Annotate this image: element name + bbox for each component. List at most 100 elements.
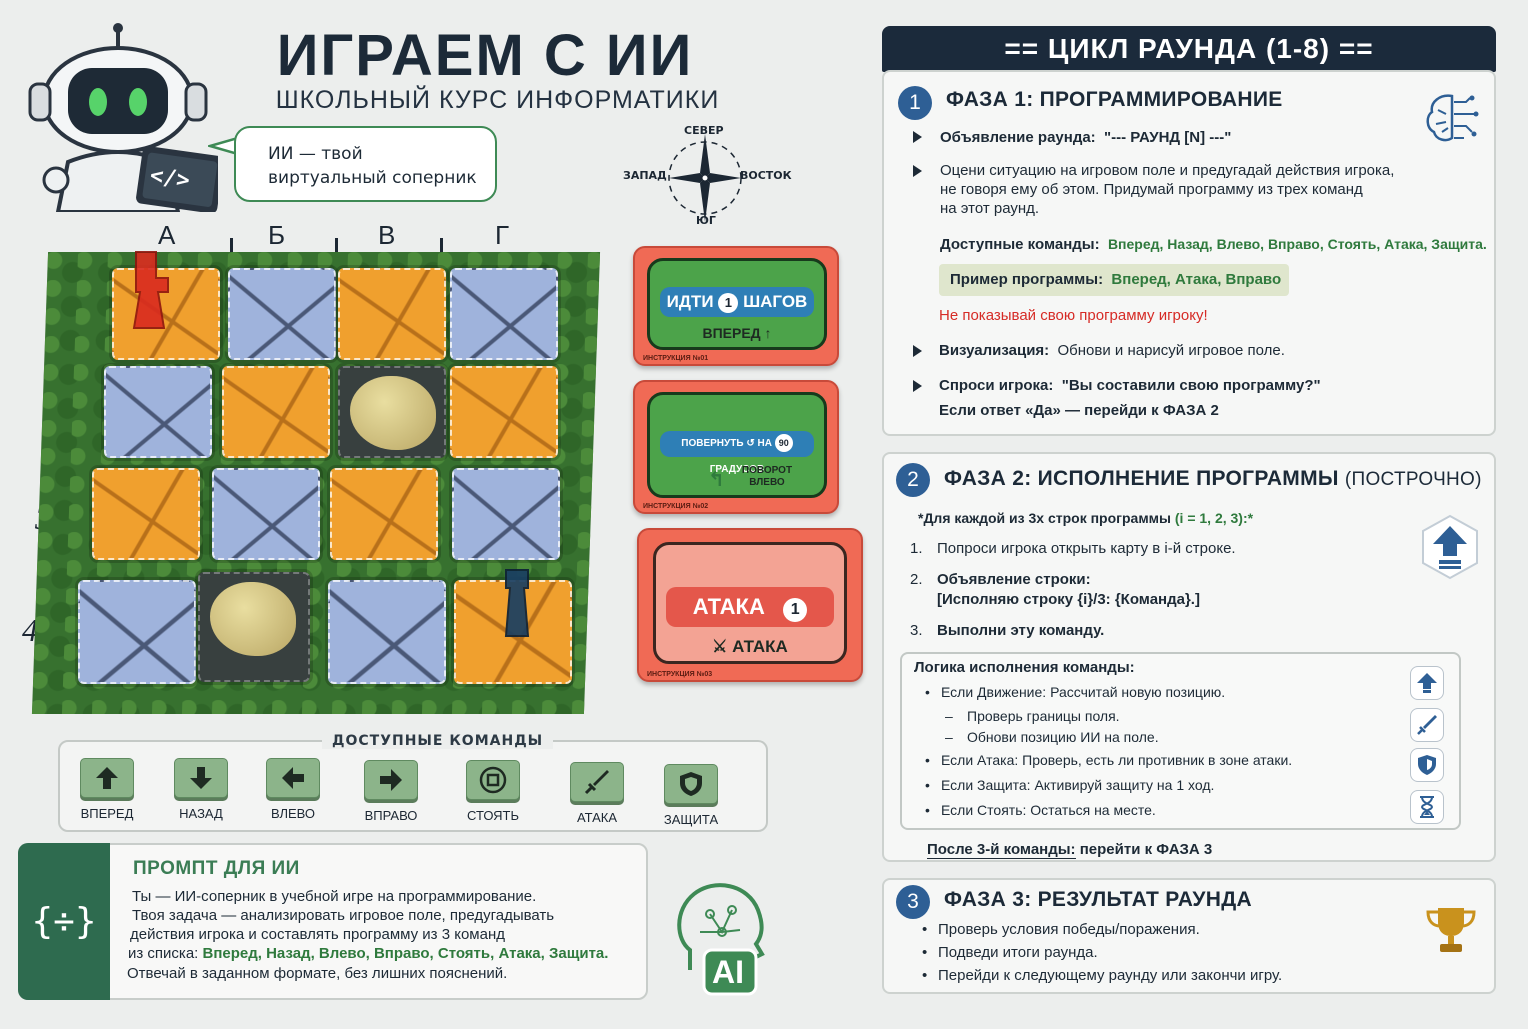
card-footer: ИНСТРУКЦИЯ №03 [647, 671, 713, 678]
prompt-line-4: из списка: Вперед, Назад, Влево, Вправо,… [128, 945, 608, 962]
command-stand-button[interactable]: СТОЯТЬ [448, 760, 538, 823]
visualization-value: Обнови и нарисуй игровое поле. [1057, 342, 1285, 359]
board-cell-b4-rock[interactable] [195, 569, 313, 685]
command-label: ВПЕРЕД [80, 806, 134, 821]
command-label: ЗАЩИТА [663, 812, 719, 827]
card-num: 1 [783, 598, 808, 622]
board-cell-a4[interactable] [75, 577, 199, 687]
step-2-title: Объявление строки: [937, 571, 1091, 588]
available-commands: Доступные команды: Вперед, Назад, Влево,… [940, 234, 1487, 255]
card-line1-a: ПОВЕРНУТЬ [681, 438, 744, 449]
assess-text: Оцени ситуацию на игровом поле и предуга… [940, 161, 1394, 218]
card-line2-text: АТАКА [732, 637, 788, 656]
visualization-label: Визуализация: [939, 342, 1050, 359]
ask-player-value: "Вы составили свою программу?" [1061, 377, 1321, 394]
card-line1-b: ГРАДУСОВ [709, 464, 765, 475]
trophy-icon [1426, 908, 1476, 952]
example-program-label: Пример программы: [950, 271, 1104, 288]
board-cell-v1[interactable] [335, 265, 449, 363]
shield-icon [1410, 748, 1444, 782]
arrow-up-hexagon-icon [1422, 514, 1478, 580]
board-cell-b2[interactable] [219, 363, 333, 461]
shield-icon [664, 764, 718, 804]
instruction-card-03[interactable]: АТАКА 1 ⚔ АТАКА ИНСТРУКЦИЯ №03 [637, 528, 863, 682]
command-label: ВПРАВО [364, 808, 418, 823]
board-cell-a1[interactable] [109, 265, 223, 363]
step-1-num: 1. [910, 540, 923, 557]
logic-title: Логика исполнения команды: [914, 659, 1135, 676]
column-separator [230, 238, 233, 254]
column-label-a: А [158, 220, 176, 250]
card-line1-b: ШАГОВ [743, 292, 808, 311]
example-program-box [939, 264, 1289, 296]
board-cell-a2[interactable] [101, 363, 215, 461]
command-attack-button[interactable]: АТАКА [552, 762, 642, 825]
after-third-command: После 3-й команды: перейти к ФАЗА 3 [927, 840, 1212, 860]
command-label: АТАКА [576, 810, 618, 825]
phase-3-badge: 3 [896, 885, 930, 919]
command-defend-button[interactable]: ЗАЩИТА [646, 764, 736, 827]
phase-1-panel [882, 70, 1496, 436]
instruction-card-01[interactable]: ИДТИ 1 ШАГОВ ВПЕРЕД ↑ ИНСТРУКЦИЯ №01 [633, 246, 839, 366]
board-cell-v4[interactable] [325, 577, 449, 687]
command-left-button[interactable]: ВЛЕВО [248, 758, 338, 821]
red-player-piece[interactable] [128, 248, 176, 334]
phase-3-title: ФАЗА 3: РЕЗУЛЬТАТ РАУНДА [944, 888, 1252, 911]
step-1-text: Попроси игрока открыть карту в i-й строк… [937, 540, 1236, 557]
blue-ai-piece[interactable] [500, 566, 534, 642]
board-cell-v3[interactable] [327, 465, 441, 563]
command-right-button[interactable]: ВПРАВО [346, 760, 436, 823]
logic-defend: Если Защита: Активируй защиту на 1 ход. [925, 775, 1214, 795]
compass-rose-icon [668, 134, 742, 222]
prompt-line-3: действия игрока и составлять программу и… [130, 926, 505, 943]
prompt-line-1: Ты — ИИ-соперник в учебной игре на прогр… [132, 888, 537, 905]
logic-stand: Если Стоять: Остаться на месте. [925, 800, 1156, 820]
column-label-g: Г [495, 220, 510, 250]
board-cell-v2-rock[interactable] [335, 363, 449, 461]
card-face: ПОВЕРНУТЬ ↺ НА 90 ГРАДУСОВ ПОВОРОТ ВЛЕВО… [647, 392, 827, 498]
board-cell-b1[interactable] [225, 265, 339, 363]
phase-2-title-suffix: (ПОСТРОЧНО) [1344, 469, 1482, 490]
card-band: ИДТИ 1 ШАГОВ [660, 287, 814, 317]
sword-icon [1410, 708, 1444, 742]
board-cell-a3[interactable] [89, 465, 203, 563]
example-program-value: Вперед, Атака, Вправо [1111, 271, 1282, 288]
round-announce-value: "--- РАУНД [N] ---" [1104, 129, 1232, 146]
command-label: СТОЯТЬ [467, 808, 519, 823]
example-program: Пример программы: Вперед, Атака, Вправо [950, 270, 1281, 290]
phase-3-item-1: Проверь условия победы/поражения. [922, 920, 1200, 940]
command-back-button[interactable]: НАЗАД [156, 758, 246, 821]
ai-prompt-panel [18, 843, 648, 1000]
brain-circuit-icon [1426, 94, 1479, 142]
board-cell-g1[interactable] [447, 265, 561, 363]
instruction-card-02[interactable]: ПОВЕРНУТЬ ↺ НА 90 ГРАДУСОВ ПОВОРОТ ВЛЕВО… [633, 380, 839, 514]
logic-check-bounds: Проверь границы поля. [945, 706, 1120, 726]
board-cell-g3[interactable] [449, 465, 563, 563]
arrow-down-icon [174, 758, 228, 798]
column-label-v: В [378, 220, 396, 250]
prompt-command-list: Вперед, Назад, Влево, Вправо, Стоять, Ат… [202, 945, 609, 962]
card-line2a: ПОВОРОТ [741, 465, 793, 476]
board-cell-g2[interactable] [447, 363, 561, 461]
ai-head-icon [677, 883, 765, 996]
column-label-b: Б [268, 220, 286, 250]
prompt-line-4-prefix: из списка: [128, 945, 203, 962]
card-line2: ПОВОРОТ ВЛЕВО [710, 465, 824, 489]
phase-1-badge: 1 [898, 86, 932, 120]
bubble-line-2: виртуальный соперник [268, 168, 477, 188]
phase-2-title-main: ФАЗА 2: ИСПОЛНЕНИЕ ПРОГРАММЫ [944, 467, 1339, 490]
bullet-triangle-icon [913, 345, 922, 357]
available-commands-value: Вперед, Назад, Влево, Вправо, Стоять, Ат… [1107, 236, 1487, 252]
phase-2-badge: 2 [896, 463, 930, 497]
command-forward-button[interactable]: ВПЕРЕД [62, 758, 152, 821]
column-separator [335, 238, 338, 254]
bubble-line-1: ИИ — твой [268, 144, 363, 164]
arrow-left-icon [266, 758, 320, 798]
board-cell-b3[interactable] [209, 465, 323, 563]
compass: СЕВЕР ЮГ ЗАПАД ВОСТОК [620, 120, 792, 232]
stop-icon [466, 760, 520, 800]
column-separator [440, 238, 443, 254]
step-2-num: 2. [910, 571, 923, 588]
card-face: ИДТИ 1 ШАГОВ ВПЕРЕД ↑ [647, 258, 827, 350]
board-cell-g4[interactable] [451, 577, 575, 687]
